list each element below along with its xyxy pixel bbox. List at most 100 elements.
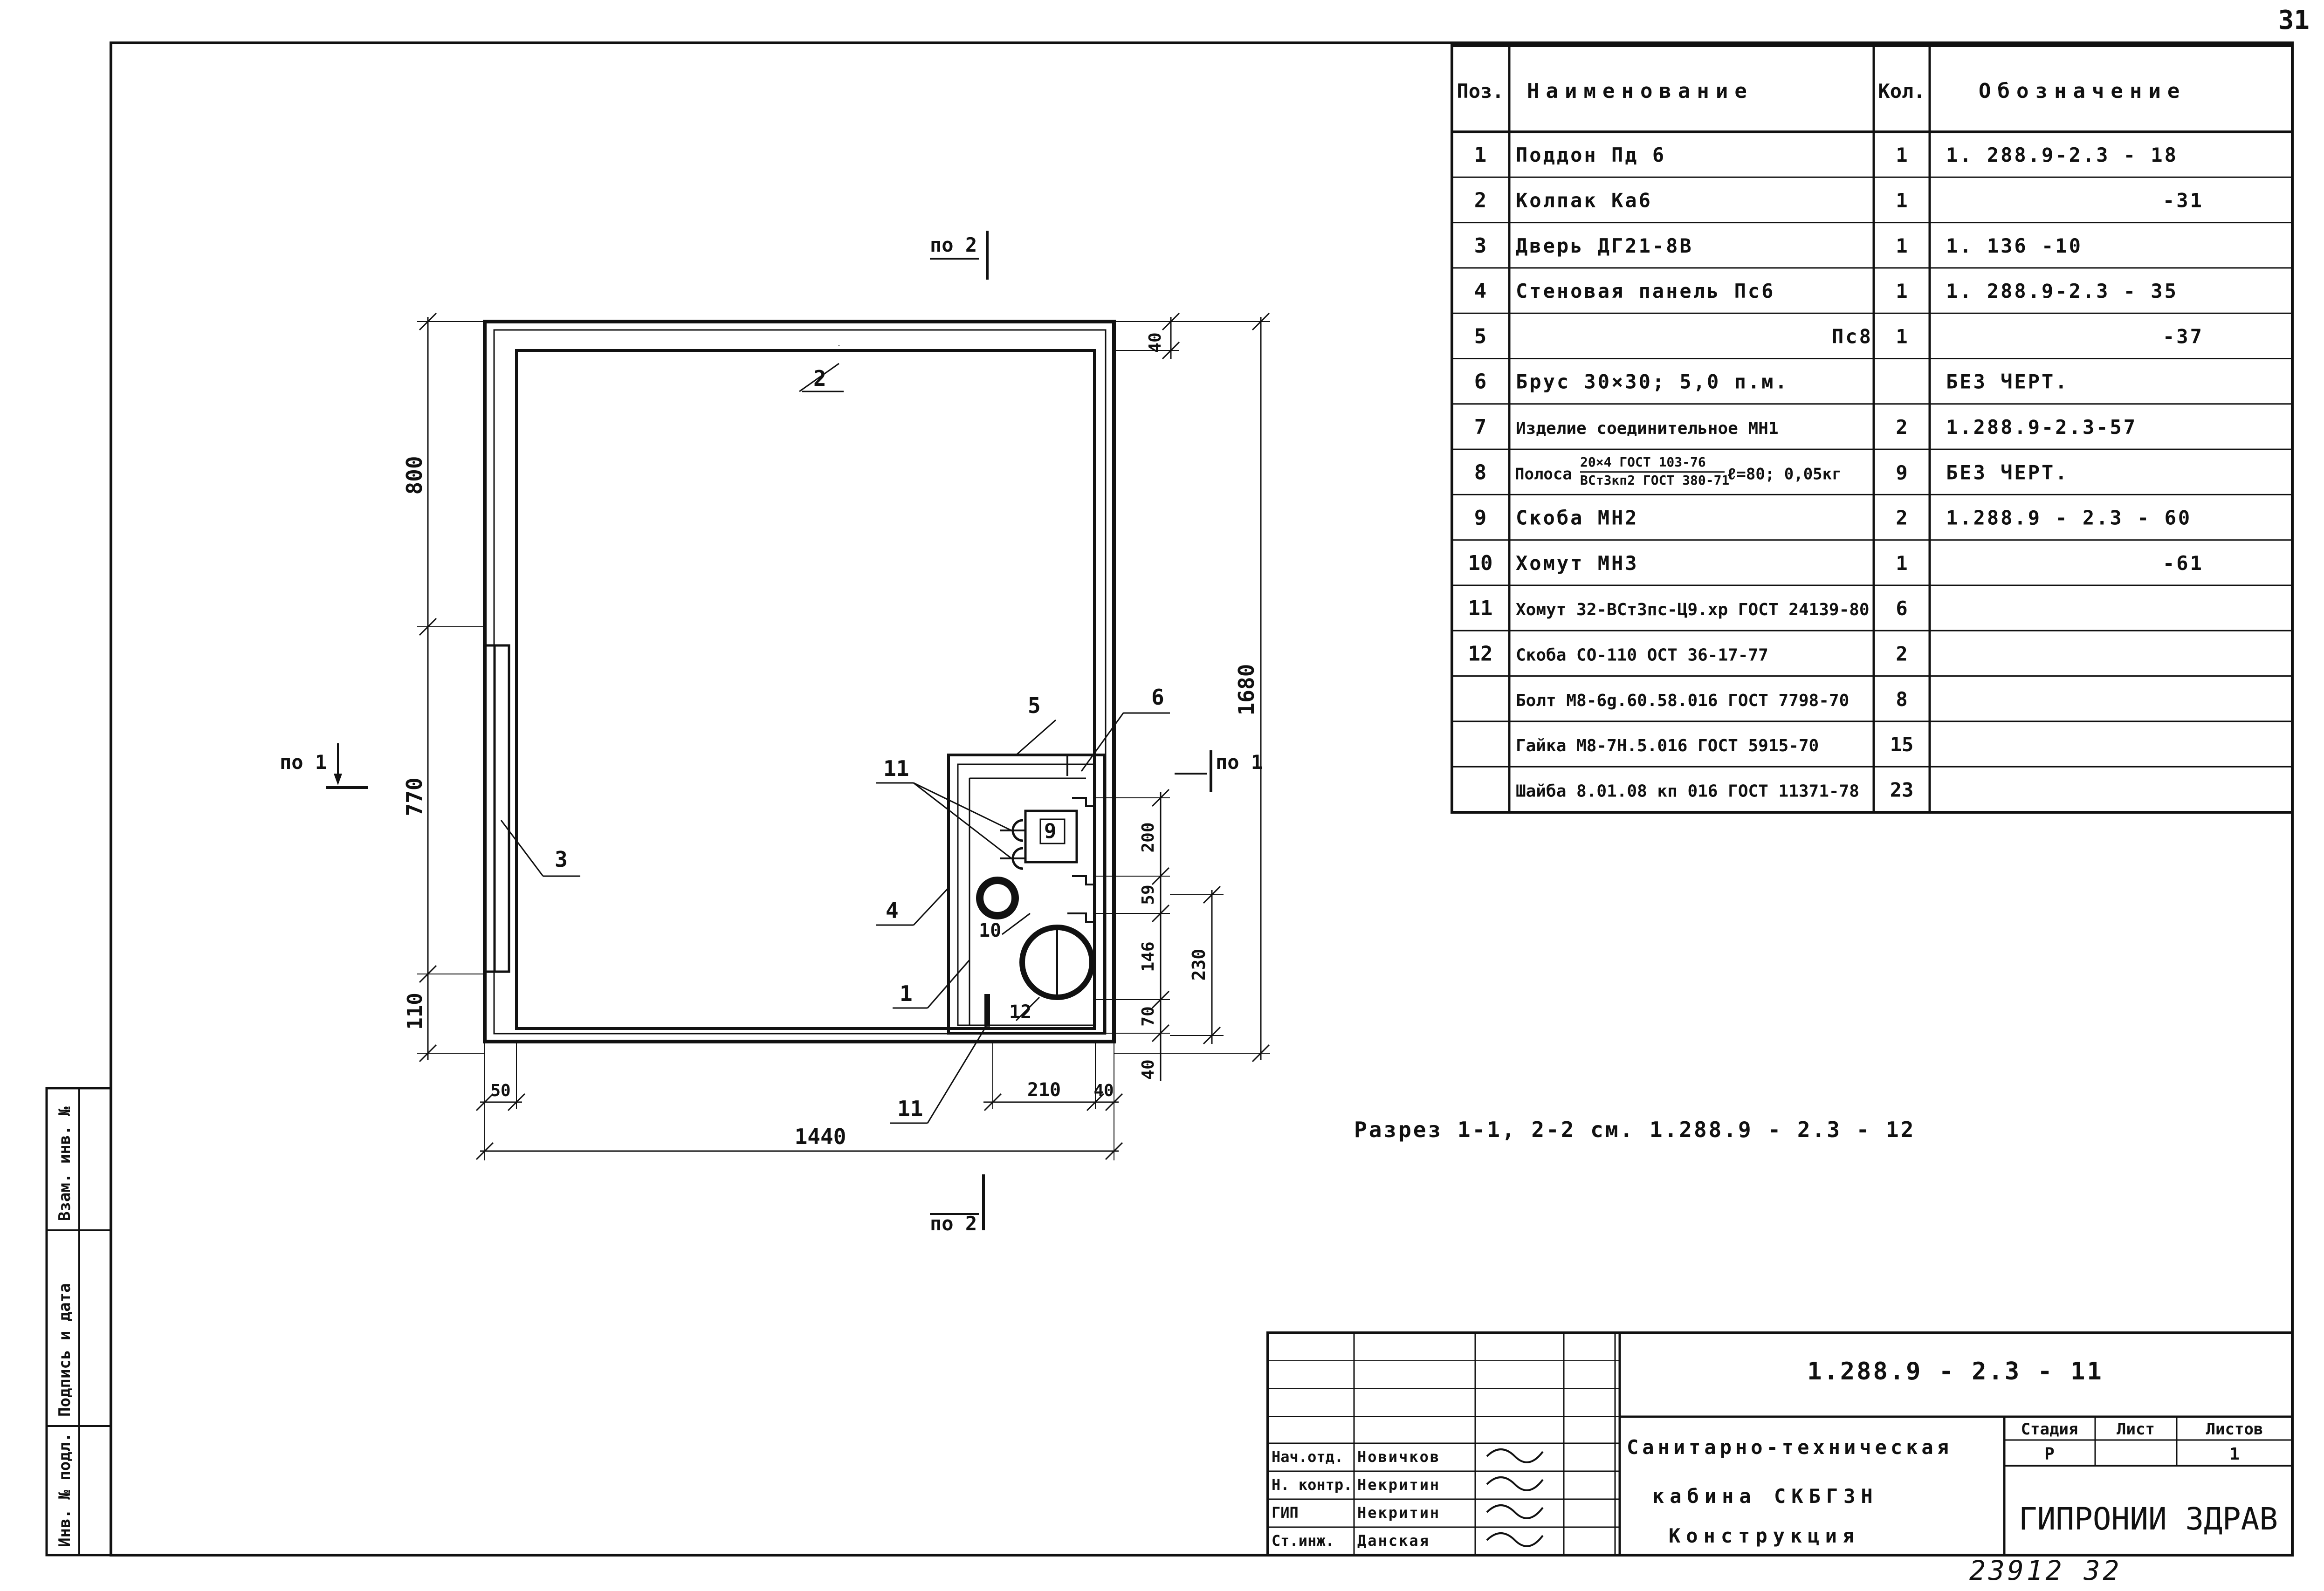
spec-cell-name: Скоба МН2 [1516,507,1639,529]
spec-cell-qty: 1 [1896,189,1907,212]
signatory-row: Ст.инж.Данская [1272,1532,1544,1550]
cabin-outer-wall [483,320,1116,1043]
spec-cell-name: Изделие соединительное МН1 [1516,419,1779,438]
spec-cell-name: Полоса [1515,465,1572,483]
hanger-12 [984,994,990,1027]
section-mark-left: по 1 [280,743,368,789]
spec-cell-pos: 8 [1474,460,1487,484]
spec-cell-pos: 11 [1468,597,1493,620]
spec-cell-name-frac-top: 20×4 ГОСТ 103-76 [1580,454,1706,470]
signature-icon [1486,1476,1544,1491]
signatory-role: ГИП [1272,1504,1299,1522]
spec-cell-name: Колпак Кa6 [1516,189,1652,212]
svg-text:770: 770 [402,777,427,816]
spec-cell-qty: 2 [1896,507,1907,529]
spec-cell-name: Скоба СО-110 ОСТ 36-17-77 [1516,646,1768,665]
dim-top-40: 40 [1114,312,1180,360]
spec-cell-name: Поддон Пд 6 [1516,144,1666,166]
spec-cell-pos: 4 [1474,279,1487,303]
dim-right-230: 230 [1170,885,1224,1045]
callout-11-hanger: 11 [897,1096,923,1121]
spec-cell-qty: 1 [1896,280,1907,302]
svg-text:210: 210 [1027,1079,1061,1101]
spec-cell-pos: 3 [1474,234,1487,258]
spec-cell-pos: 2 [1474,189,1487,213]
spec-cell-designation: 1. 288.9-2.3 - 18 [1946,144,2178,166]
spec-header-pos: Поз. [1457,80,1504,103]
signature-icon [1486,1448,1544,1463]
title-line-1: Санитарно-техническая [1627,1436,1953,1459]
archive-number: 23912 32 [1969,1555,2122,1586]
spec-cell-name: Болт М8-6g.60.58.016 ГОСТ 7798-70 [1516,691,1849,710]
plan-drawing: 2 3 4 1 5 6 11 11 9 10 12 по 2 по 2 по 1… [280,231,1270,1235]
spec-cell-qty: 8 [1896,688,1907,711]
signatory-row: Нач.отд.Новичков [1272,1448,1544,1466]
svg-text:110: 110 [403,993,427,1029]
spec-cell-designation: 1.288.9 - 2.3 - 60 [1946,507,2192,529]
spec-cell-qty: 1 [1896,325,1907,348]
spec-header-qty: Кол. [1878,80,1925,103]
spec-cell-designation: 1. 136 -10 [1946,234,2083,257]
svg-text:70: 70 [1139,1006,1158,1026]
stamp-inv-podl: Инв. № подл. [55,1433,74,1547]
spec-cell-pos: 5 [1474,324,1487,348]
door [483,644,510,973]
spec-header-designation: Обозначение [1979,79,2186,103]
callout-2: 2 [813,366,826,391]
spec-cell-designation: 1.288.9-2.3-57 [1946,416,2137,439]
spec-row: 12 Скоба СО-110 ОСТ 36-17-77 2 [1468,642,1908,666]
spec-cell-qty: 1 [1896,234,1907,257]
svg-text:1680: 1680 [1234,664,1259,716]
signature-icon [1486,1532,1544,1547]
spec-row: 7 Изделие соединительное МН1 2 1.288.9-2.3-… [1474,415,2137,439]
dim-bottom: 50 210 40 1440 [475,1042,1123,1160]
organization: ГИПРОНИИ ЗДРАВ [2019,1501,2278,1537]
svg-text:40: 40 [1093,1081,1114,1100]
spec-cell-designation: -31 [2163,189,2204,212]
stamp-vzam-inv: Взам. инв. № [55,1106,74,1221]
sheets-header: Листов [2206,1420,2263,1439]
spec-cell-qty: 1 [1896,552,1907,575]
callout-12: 12 [1009,1001,1031,1023]
signatory-role: Нач.отд. [1272,1448,1343,1466]
spec-cell-pos: 7 [1474,415,1487,439]
spec-cell-pos: 12 [1468,642,1493,666]
callout-4: 4 [886,898,899,923]
service-niche [947,754,1106,1035]
bracket-9 [1024,809,1078,864]
svg-text:50: 50 [490,1081,510,1100]
spec-cell-qty: 23 [1890,778,1914,801]
callout-3: 3 [555,847,568,872]
spec-row: Болт М8-6g.60.58.016 ГОСТ 7798-70 8 [1516,688,1908,711]
svg-text:по 2: по 2 [930,233,977,256]
page-number: 31 [2278,5,2310,35]
spec-cell-qty: 2 [1896,416,1907,439]
callout-5: 5 [1028,693,1041,718]
spec-cell-qty: 2 [1896,643,1907,665]
section-mark-right: по 1 [1175,750,1263,792]
spec-cell-pos: 6 [1474,370,1487,394]
spec-cell-name-frac-bottom: ВСт3кп2 ГОСТ 380-71 [1580,473,1729,488]
spec-cell-name: Пс8 [1832,325,1873,348]
svg-text:40: 40 [1139,1059,1158,1079]
callout-11-clamps: 11 [883,756,909,781]
sheet-header: Лист [2117,1420,2155,1439]
signatory-role: Ст.инж. [1272,1532,1334,1550]
dim-right-1680: 1680 [1114,312,1270,1063]
svg-text:59: 59 [1139,885,1158,905]
title-line-3: Конструкция [1669,1524,1860,1547]
spec-cell-name: Шайба 8.01.08 кп 016 ГОСТ 11371-78 [1516,782,1859,801]
spec-cell-name: Брус 30×30; 5,0 п.м. [1516,370,1789,393]
